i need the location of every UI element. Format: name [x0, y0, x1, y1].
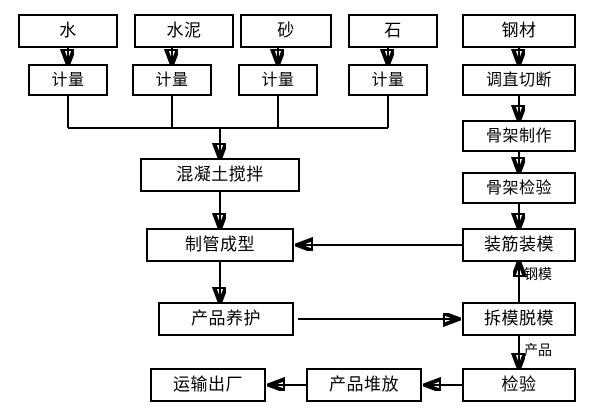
node-pipe-forming[interactable]: 制管成型 — [146, 228, 294, 262]
node-steel[interactable]: 钢材 — [462, 14, 576, 48]
node-product-curing[interactable]: 产品养护 — [158, 302, 294, 336]
node-sand[interactable]: 砂 — [240, 14, 332, 48]
node-frame-inspection[interactable]: 骨架检验 — [462, 172, 576, 204]
node-transport-shipment[interactable]: 运输出厂 — [150, 368, 266, 402]
node-inspection[interactable]: 检验 — [462, 368, 576, 402]
node-product-stacking[interactable]: 产品堆放 — [306, 368, 422, 402]
node-metering-water[interactable]: 计量 — [28, 64, 108, 96]
node-demolding[interactable]: 拆模脱模 — [462, 302, 576, 336]
node-frame-fabrication[interactable]: 骨架制作 — [462, 120, 576, 152]
node-rebar-mold-assembly[interactable]: 装筋装模 — [462, 228, 576, 262]
node-stone[interactable]: 石 — [348, 14, 438, 48]
node-cement[interactable]: 水泥 — [134, 14, 234, 48]
edge-label-steel-mold: 钢模 — [524, 267, 552, 283]
node-concrete-mixing[interactable]: 混凝土搅拌 — [140, 158, 300, 192]
node-water[interactable]: 水 — [18, 14, 118, 48]
node-metering-sand[interactable]: 计量 — [238, 64, 318, 96]
node-straighten-cut[interactable]: 调直切断 — [462, 64, 576, 96]
edge-label-product: 产品 — [524, 343, 552, 359]
node-metering-stone[interactable]: 计量 — [348, 64, 428, 96]
node-metering-cement[interactable]: 计量 — [132, 64, 212, 96]
